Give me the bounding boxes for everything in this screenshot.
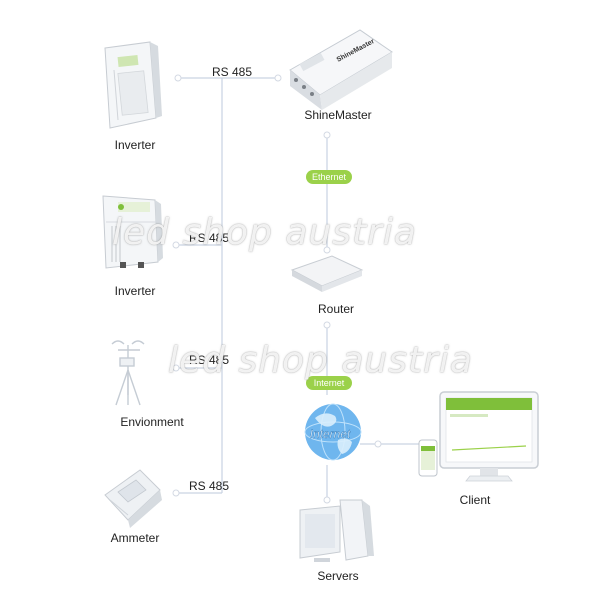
connector-dots xyxy=(172,74,382,504)
inverter-1-device xyxy=(104,41,162,129)
ethernet-pill: Ethernet xyxy=(306,170,352,184)
router-label: Router xyxy=(317,302,355,316)
globe-label: Internet xyxy=(310,427,351,441)
dot xyxy=(172,489,180,497)
ammeter-label: Ammeter xyxy=(110,531,160,545)
dot xyxy=(274,74,282,82)
dot xyxy=(323,321,331,329)
dot xyxy=(323,496,331,504)
internet-globe: Internet xyxy=(304,403,362,461)
inverter-1-label: Inverter xyxy=(114,138,156,152)
dot xyxy=(172,364,180,372)
connector-lines xyxy=(176,77,430,500)
rs485-label-2: RS 485 xyxy=(189,231,230,245)
client-device xyxy=(418,391,539,482)
shinemaster-label: ShineMaster xyxy=(304,108,372,122)
environment-label: Envionment xyxy=(120,415,184,429)
inverter-2-device xyxy=(102,195,163,269)
rs485-label-1: RS 485 xyxy=(212,65,253,79)
dot xyxy=(374,440,382,448)
router-device xyxy=(290,255,364,292)
dot xyxy=(172,241,180,249)
dot xyxy=(323,246,331,254)
dot xyxy=(323,131,331,139)
servers-device xyxy=(299,499,374,562)
client-label: Client xyxy=(459,493,491,507)
watermark-line-2: led shop austria xyxy=(168,340,473,381)
ammeter-device xyxy=(104,469,162,528)
servers-label: Servers xyxy=(317,569,359,583)
inverter-2-label: Inverter xyxy=(114,284,156,298)
shinemaster-device: ShineMaster xyxy=(289,29,393,110)
environment-device xyxy=(111,340,145,406)
rs485-label-3: RS 485 xyxy=(189,353,230,367)
dot xyxy=(174,74,182,82)
rs485-label-4: RS 485 xyxy=(189,479,230,493)
watermark-line-1: led shop austria xyxy=(112,212,417,253)
internet-pill: Internet xyxy=(306,376,352,390)
